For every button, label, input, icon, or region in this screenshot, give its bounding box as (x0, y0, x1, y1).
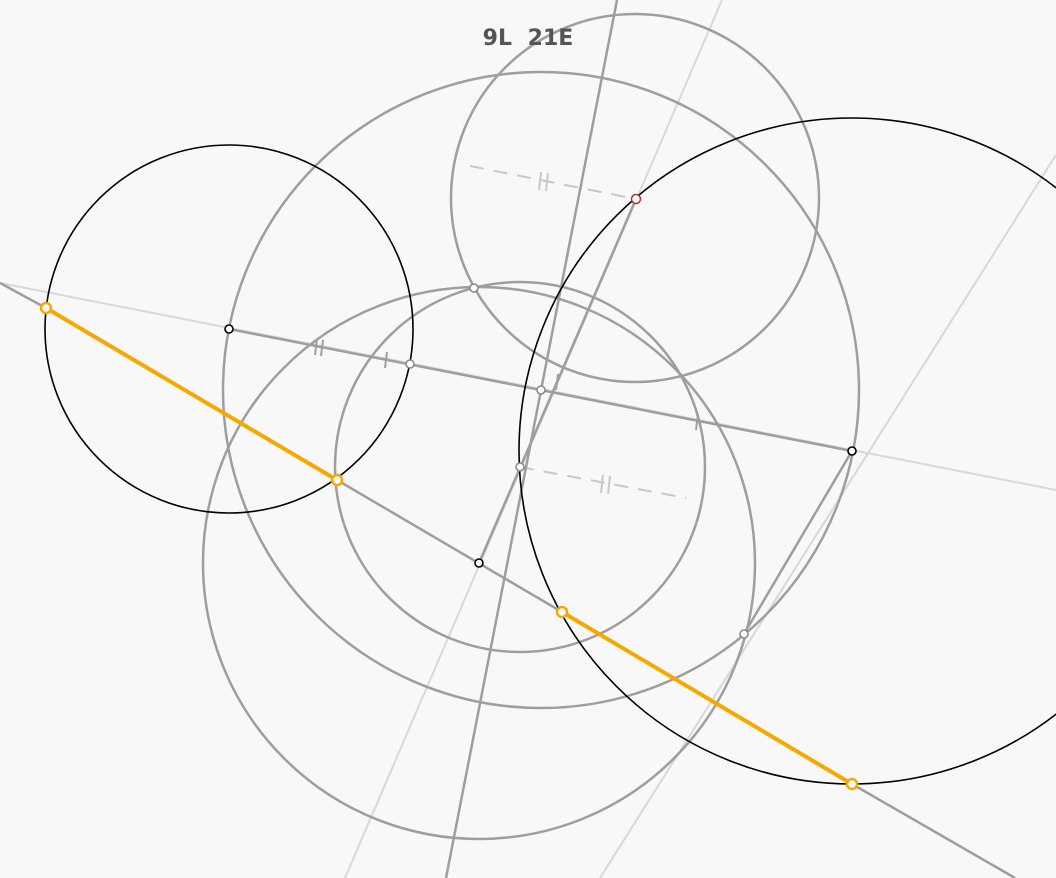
construction-circle (333, 280, 707, 654)
intersection-point[interactable] (739, 629, 749, 639)
equal-tick-mark (545, 172, 549, 192)
solution-point[interactable] (845, 777, 859, 791)
given-circle-left (44, 144, 414, 514)
target-point[interactable] (630, 193, 642, 205)
intersection-point[interactable] (405, 359, 415, 369)
intersection-points (405, 283, 749, 639)
solution-point[interactable] (330, 473, 344, 487)
equal-tick-mark (600, 474, 604, 494)
construction-circles (201, 12, 861, 841)
solution-segment (44, 306, 339, 482)
tick-mark (384, 351, 388, 369)
construction-line (336, 478, 563, 614)
tick-mark (320, 339, 324, 357)
equal-tick-mark (538, 171, 542, 191)
solution-segment (560, 610, 854, 786)
solution-segments (44, 306, 854, 786)
equal-tick-mark (607, 475, 611, 495)
given-circles (44, 117, 1056, 785)
tick-mark (555, 373, 559, 391)
solution-points (39, 301, 859, 791)
construction-line (0, 281, 47, 310)
intersection-point[interactable] (515, 462, 525, 472)
given-circle-right (518, 117, 1056, 785)
construction-line (742, 450, 854, 635)
solution-point[interactable] (39, 301, 53, 315)
intersection-point[interactable] (469, 283, 479, 293)
left-circle-center[interactable] (224, 324, 234, 334)
construction-line (851, 782, 1016, 878)
dashed-hint-segment (469, 165, 637, 200)
construction-circle (221, 70, 861, 710)
tick-mark (314, 338, 318, 356)
given-points (224, 324, 857, 568)
equal-length-hints (469, 165, 687, 499)
given-point[interactable] (474, 558, 484, 568)
solution-point[interactable] (555, 605, 569, 619)
construction-circle (201, 285, 757, 841)
right-circle-center[interactable] (847, 446, 857, 456)
intersection-point[interactable] (536, 385, 546, 395)
construction-lines (0, 0, 1016, 878)
construction-circle (449, 12, 821, 384)
move-counter: 9L 21E (482, 26, 574, 51)
